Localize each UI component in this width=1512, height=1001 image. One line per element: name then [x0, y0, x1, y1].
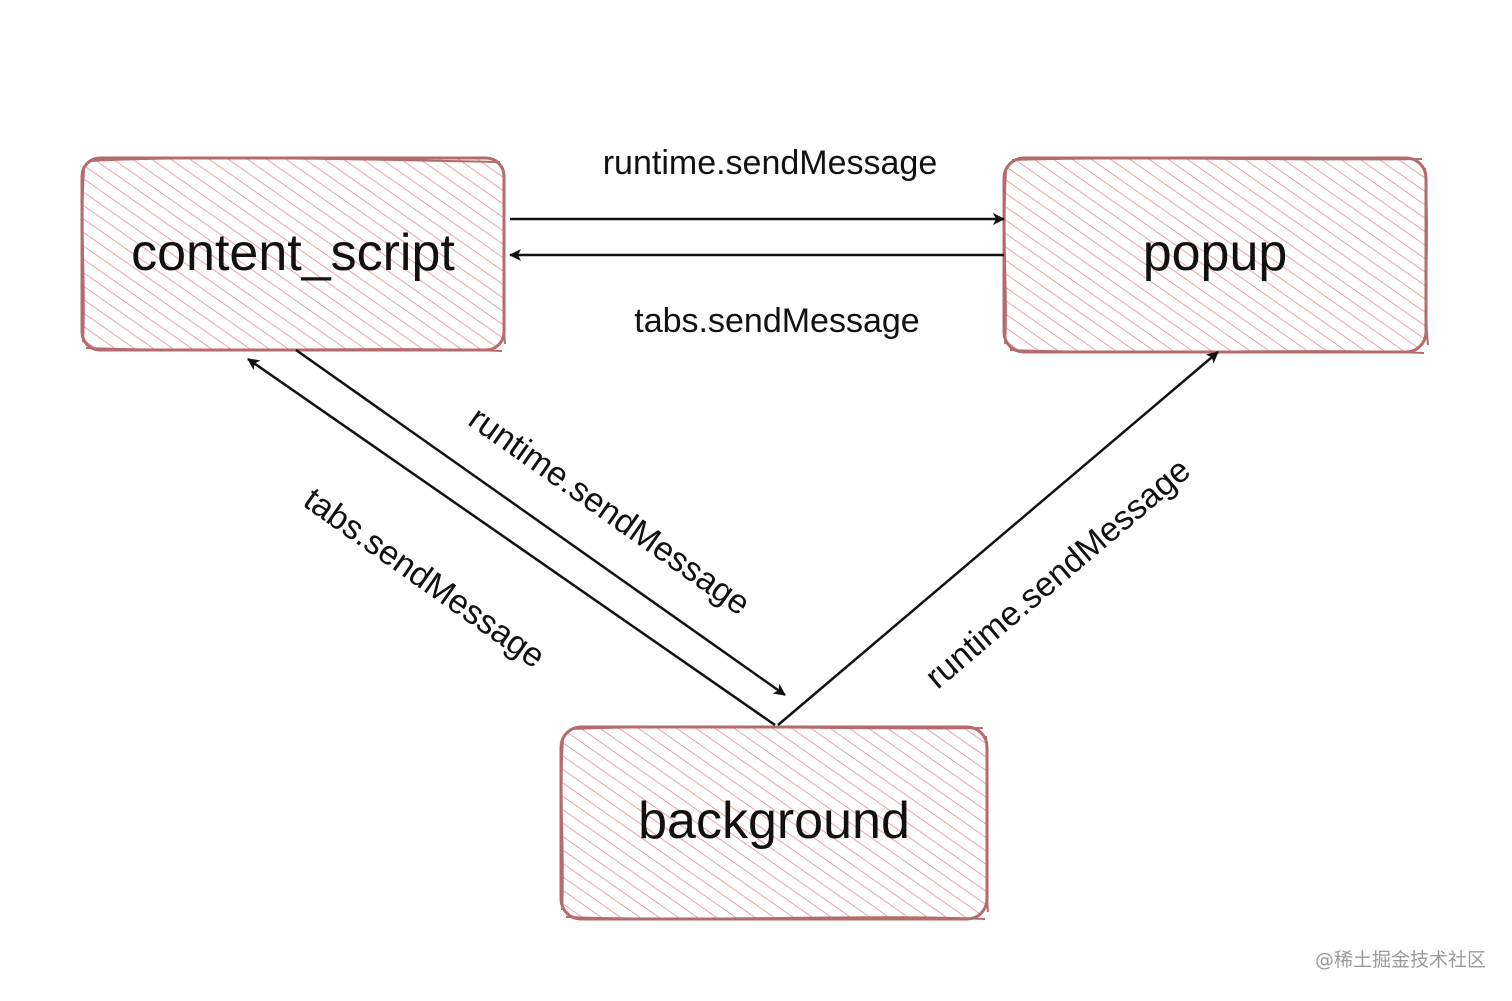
node-background: background — [559, 725, 989, 921]
node-content-script: content_script — [80, 156, 506, 352]
node-label-background: background — [638, 792, 910, 850]
edge-label-popup-to-content: tabs.sendMessage — [634, 302, 919, 340]
edge-label-background-to-content: tabs.sendMessage — [297, 480, 552, 676]
node-popup: popup — [1002, 156, 1429, 354]
node-label-popup: popup — [1143, 224, 1288, 282]
edge-arrow-content-to-background — [295, 348, 786, 697]
node-label-content-script: content_script — [131, 224, 455, 282]
edge-label-content-to-background: runtime.sendMessage — [462, 399, 757, 623]
edge-label-content-to-popup: runtime.sendMessage — [603, 144, 938, 182]
edge-arrow-background-to-content — [247, 357, 776, 727]
edge-arrow-background-to-popup — [777, 351, 1219, 726]
watermark-text: @稀土掘金技术社区 — [1315, 949, 1486, 971]
